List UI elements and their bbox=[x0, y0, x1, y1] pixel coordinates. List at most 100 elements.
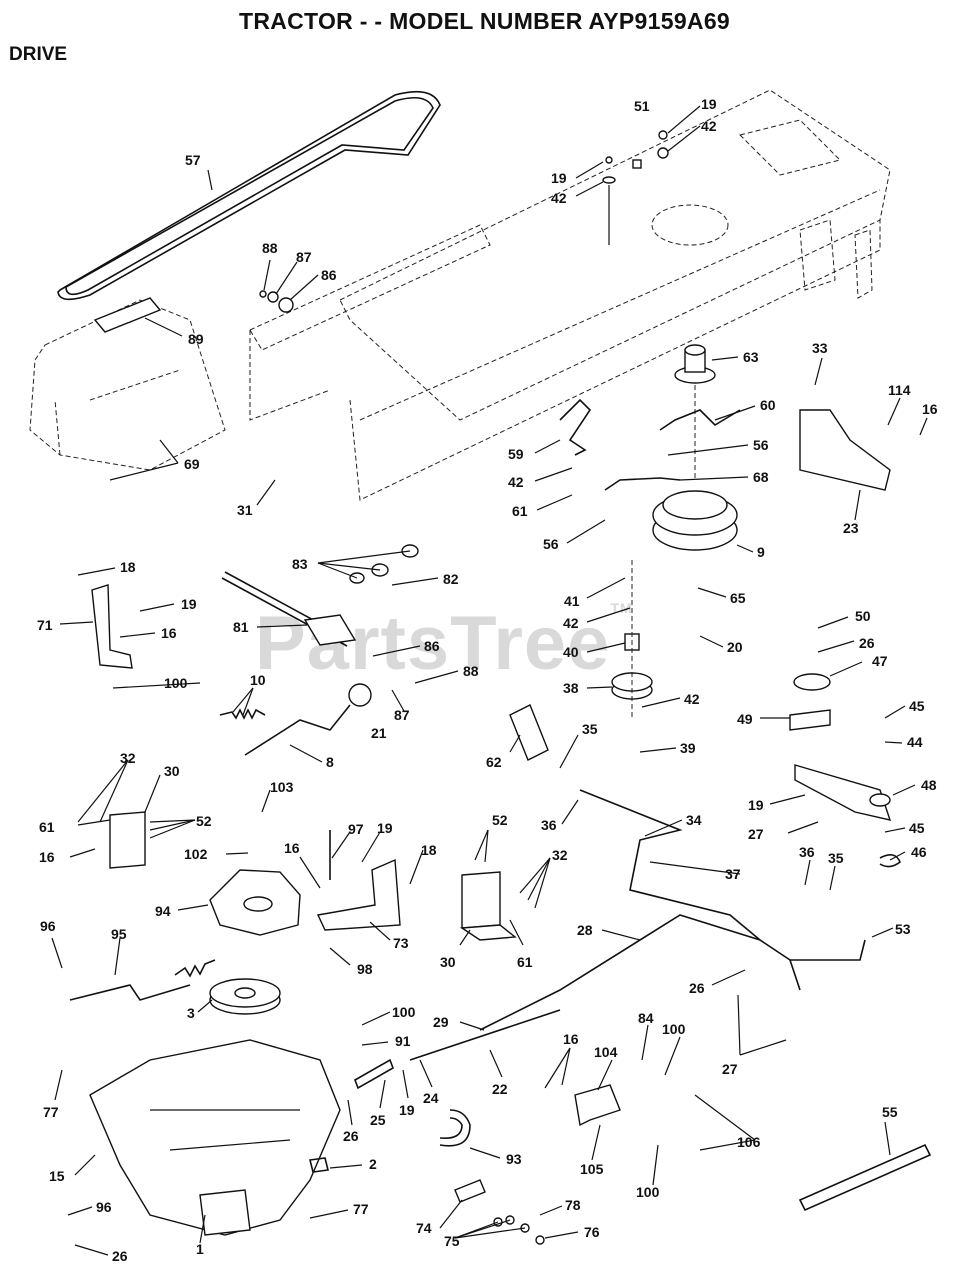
grip-62 bbox=[509, 704, 549, 761]
callout-69: 69 bbox=[184, 456, 200, 472]
callout-44: 44 bbox=[907, 734, 923, 750]
callout-26: 26 bbox=[112, 1248, 128, 1264]
callout-38: 38 bbox=[563, 680, 579, 696]
rod-59 bbox=[559, 398, 592, 456]
callout-16: 16 bbox=[39, 849, 55, 865]
callout-22: 22 bbox=[492, 1081, 508, 1097]
drive-belt bbox=[57, 90, 441, 301]
rod-22 bbox=[409, 1009, 561, 1061]
lever-8 bbox=[244, 704, 351, 756]
callout-76: 76 bbox=[584, 1224, 600, 1240]
callout-19: 19 bbox=[181, 596, 197, 612]
rod-95 bbox=[69, 984, 191, 1001]
callout-46: 46 bbox=[911, 844, 927, 860]
callout-89: 89 bbox=[188, 331, 204, 347]
callout-42: 42 bbox=[563, 615, 579, 631]
bracket-104 bbox=[574, 1084, 621, 1127]
callout-19: 19 bbox=[399, 1102, 415, 1118]
callout-24: 24 bbox=[423, 1090, 439, 1106]
callout-94: 94 bbox=[155, 903, 171, 919]
transaxle-1 bbox=[89, 1039, 341, 1236]
callout-52: 52 bbox=[196, 813, 212, 829]
tractor-frame bbox=[249, 89, 891, 501]
callout-31: 31 bbox=[237, 502, 253, 518]
callout-32: 32 bbox=[552, 847, 568, 863]
spring-25 bbox=[354, 1058, 394, 1090]
pulley-47 bbox=[793, 673, 831, 691]
rod-60 bbox=[659, 409, 741, 431]
bracket-23 bbox=[799, 409, 891, 491]
callout-26: 26 bbox=[859, 635, 875, 651]
callout-21: 21 bbox=[371, 725, 387, 741]
callout-74: 74 bbox=[416, 1220, 432, 1236]
callout-53: 53 bbox=[895, 921, 911, 937]
arm-48 bbox=[794, 764, 892, 821]
callout-100: 100 bbox=[636, 1184, 660, 1200]
bracket-30-left bbox=[109, 811, 146, 869]
callout-62: 62 bbox=[486, 754, 502, 770]
callout-36: 36 bbox=[541, 817, 557, 833]
rod-68 bbox=[604, 477, 681, 491]
callout-39: 39 bbox=[680, 740, 696, 756]
callout-16: 16 bbox=[563, 1031, 579, 1047]
callout-100: 100 bbox=[662, 1021, 686, 1037]
callout-36: 36 bbox=[799, 844, 815, 860]
callout-19: 19 bbox=[551, 170, 567, 186]
callout-96: 96 bbox=[40, 918, 56, 934]
callout-86: 86 bbox=[321, 267, 337, 283]
callout-93: 93 bbox=[506, 1151, 522, 1167]
callout-61: 61 bbox=[39, 819, 55, 835]
callout-57: 57 bbox=[185, 152, 201, 168]
callout-65: 65 bbox=[730, 590, 746, 606]
callout-19: 19 bbox=[748, 797, 764, 813]
callout-105: 105 bbox=[580, 1161, 604, 1177]
callout-42: 42 bbox=[701, 118, 717, 134]
callout-100: 100 bbox=[164, 675, 188, 691]
bracket-71 bbox=[91, 584, 133, 669]
callout-97: 97 bbox=[348, 821, 364, 837]
callout-102: 102 bbox=[184, 846, 208, 862]
callout-33: 33 bbox=[812, 340, 828, 356]
callout-35: 35 bbox=[582, 721, 598, 737]
clutch-assembly bbox=[652, 344, 738, 551]
callout-104: 104 bbox=[594, 1044, 618, 1060]
callout-86: 86 bbox=[424, 638, 440, 654]
callout-87: 87 bbox=[394, 707, 410, 723]
hose-93 bbox=[439, 1109, 471, 1147]
callout-60: 60 bbox=[760, 397, 776, 413]
callout-42: 42 bbox=[508, 474, 524, 490]
callout-77: 77 bbox=[43, 1104, 59, 1120]
leader-lines bbox=[51, 105, 928, 1256]
callout-98: 98 bbox=[357, 961, 373, 977]
callout-19: 19 bbox=[701, 96, 717, 112]
spring-2 bbox=[309, 1157, 329, 1173]
callout-103: 103 bbox=[270, 779, 294, 795]
callout-41: 41 bbox=[564, 593, 580, 609]
callout-2: 2 bbox=[369, 1156, 377, 1172]
callout-55: 55 bbox=[882, 1104, 898, 1120]
callout-56: 56 bbox=[543, 536, 559, 552]
hardware-top bbox=[259, 290, 294, 313]
bracket-73 bbox=[316, 858, 401, 931]
callout-68: 68 bbox=[753, 469, 769, 485]
bracket-89 bbox=[93, 297, 162, 333]
callout-19: 19 bbox=[377, 820, 393, 836]
callout-32: 32 bbox=[120, 750, 136, 766]
callout-16: 16 bbox=[284, 840, 300, 856]
callout-30: 30 bbox=[440, 954, 456, 970]
callout-16: 16 bbox=[922, 401, 938, 417]
callout-88: 88 bbox=[463, 663, 479, 679]
callout-15: 15 bbox=[49, 1168, 65, 1184]
callout-78: 78 bbox=[565, 1197, 581, 1213]
callout-10: 10 bbox=[250, 672, 266, 688]
callout-61: 61 bbox=[517, 954, 533, 970]
callout-28: 28 bbox=[577, 922, 593, 938]
callout-71: 71 bbox=[37, 617, 53, 633]
callout-114: 114 bbox=[888, 382, 911, 398]
spring-95 bbox=[174, 959, 216, 978]
callout-59: 59 bbox=[508, 446, 524, 462]
watermark: PartsTreeTM bbox=[255, 600, 633, 686]
spring-55 bbox=[798, 1143, 932, 1212]
callout-61: 61 bbox=[512, 503, 528, 519]
callout-9: 9 bbox=[757, 544, 765, 560]
